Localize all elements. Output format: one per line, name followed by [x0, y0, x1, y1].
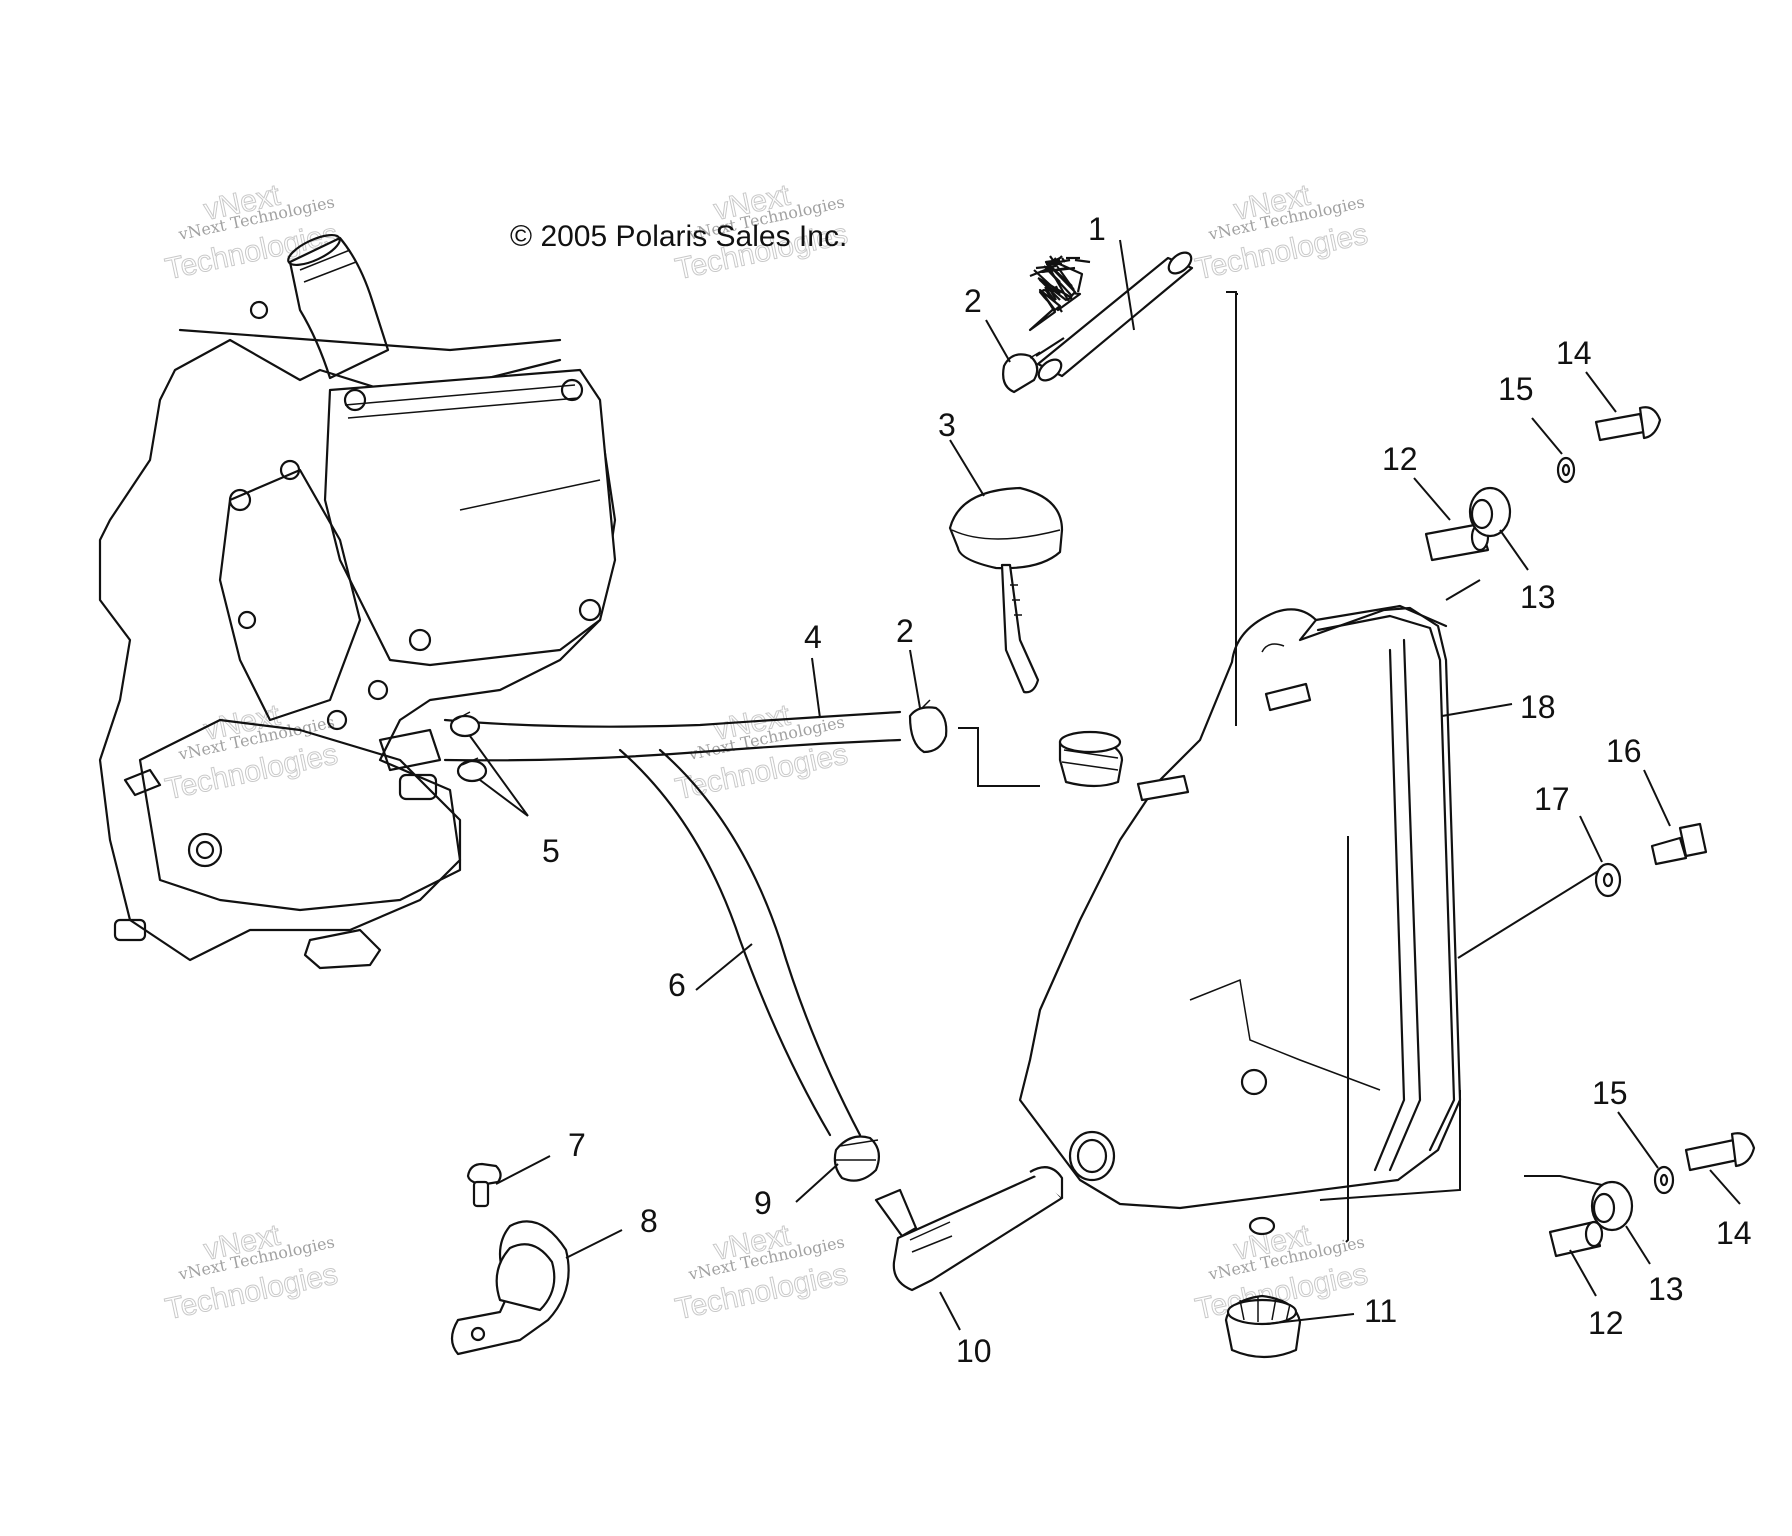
- part-11-grommet: [1224, 1294, 1302, 1359]
- callout-15-upper: 15: [1498, 371, 1534, 407]
- callout-11: 11: [1364, 1293, 1397, 1329]
- callouts: 1 2 3 4 2 5 6 7 8 9 10 11 12: [469, 211, 1752, 1369]
- callout-5: 5: [542, 833, 560, 869]
- callout-1: 1: [1088, 211, 1106, 247]
- callout-12-upper: 12: [1382, 441, 1418, 477]
- part-13-grommet-upper: [1468, 486, 1512, 538]
- watermark-bottom-left: vNext Technologies Technologies vNext: [162, 1218, 341, 1327]
- callout-13-upper: 13: [1520, 579, 1556, 615]
- part-3-dipstick: [948, 486, 1064, 694]
- part-2-clamp-lower: [908, 699, 948, 754]
- callout-6: 6: [668, 967, 686, 1003]
- part-17-washer: [1594, 862, 1622, 898]
- callout-13-lower: 13: [1648, 1271, 1684, 1307]
- visible-tube-1: [1036, 251, 1194, 382]
- part-4-hose: [443, 710, 902, 762]
- part-2-clamp-upper: [1002, 351, 1041, 394]
- callout-10: 10: [956, 1333, 992, 1369]
- part-14-bolt-upper: [1594, 406, 1662, 442]
- callout-14-lower: 14: [1716, 1215, 1752, 1251]
- tube-1-cyl: [1074, 258, 1091, 264]
- part-12-spacer-upper: [1424, 522, 1490, 562]
- callout-17: 17: [1534, 781, 1570, 817]
- watermark-bottom-center: vNext Technologies Technologies vNext: [672, 1218, 851, 1327]
- callout-3: 3: [938, 407, 956, 443]
- part-8-p-clamp: [450, 1220, 570, 1356]
- guide-lines: [958, 291, 1617, 1243]
- part-13-grommet-lower: [1590, 1180, 1634, 1232]
- tube-1-shape: [1035, 337, 1065, 357]
- callout-9: 9: [754, 1185, 772, 1221]
- callout-8: 8: [640, 1203, 658, 1239]
- callout-12-lower: 12: [1588, 1305, 1624, 1341]
- part-18-oil-tank: [1018, 604, 1462, 1236]
- part-7-screw: [466, 1162, 502, 1208]
- part-12-spacer-lower: [1548, 1220, 1604, 1258]
- tube-1-geom: [1061, 257, 1066, 263]
- callout-16: 16: [1606, 733, 1642, 769]
- part-6-hose: [618, 748, 862, 1137]
- callout-14-upper: 14: [1556, 335, 1592, 371]
- part-16-drain-plug: [1650, 822, 1708, 866]
- part-14-bolt-lower: [1684, 1132, 1756, 1172]
- callout-7: 7: [568, 1127, 586, 1163]
- engine-drawing: [98, 233, 617, 970]
- tube-1-clean: [1053, 257, 1057, 261]
- callout-15-lower: 15: [1592, 1075, 1628, 1111]
- part-15-washer-upper: [1556, 456, 1576, 484]
- vent-tube-main: [1041, 266, 1069, 274]
- callout-2-upper: 2: [964, 283, 982, 319]
- hose-1-rendered: [1029, 264, 1056, 278]
- part-10-elbow: [874, 1166, 1064, 1292]
- callout-18: 18: [1520, 689, 1556, 725]
- copyright-text: © 2005 Polaris Sales Inc.: [510, 220, 847, 253]
- part-15-washer-lower: [1653, 1165, 1675, 1195]
- part-5-clamps: [449, 711, 488, 783]
- callout-4: 4: [804, 619, 822, 655]
- part-9-clamp: [833, 1135, 881, 1182]
- callout-2-lower: 2: [896, 613, 914, 649]
- watermark-top-right: vNext Technologies Technologies vNext: [1192, 178, 1371, 287]
